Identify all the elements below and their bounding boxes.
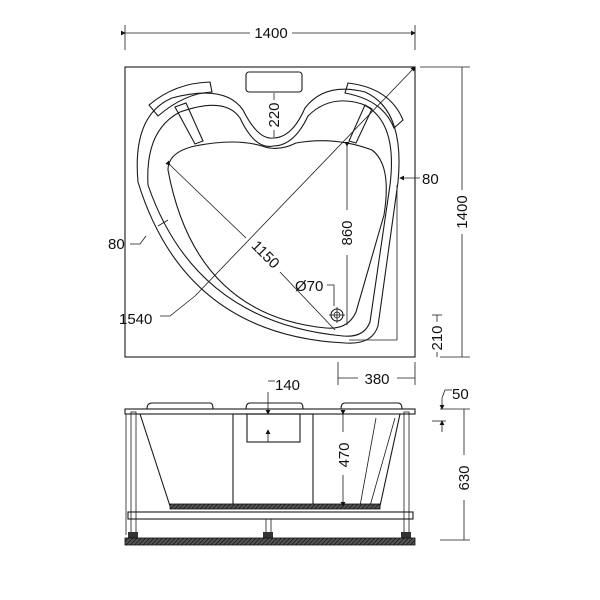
- headrest-center: [245, 402, 304, 410]
- dimension-basin-depth: 860: [339, 142, 356, 325]
- base-frame: [127, 511, 414, 520]
- dimension-label: 80: [108, 236, 125, 253]
- drain: Ø70: [295, 278, 345, 323]
- dimension-label: 1400: [254, 25, 287, 42]
- dimension-headrest-depth: 220: [266, 93, 283, 137]
- tub-inner-rim: [147, 100, 392, 337]
- dimension-label: 50: [452, 386, 469, 403]
- dimension-inner-depth: 470: [336, 410, 353, 507]
- leg-left: [130, 411, 137, 541]
- dimension-label: 1150: [248, 237, 283, 272]
- dimension-diagonal: 1540: [119, 66, 416, 328]
- dimension-label: 1540: [119, 311, 152, 328]
- dimension-rim-left: 80: [108, 219, 169, 253]
- plan-view: 1400 1400 1540: [108, 25, 471, 388]
- dimension-label: 80: [422, 171, 439, 188]
- dimension-rim-thickness: 50: [432, 386, 469, 432]
- dimension-depth-right: 1400: [420, 66, 471, 358]
- jet-slot-right: [348, 104, 373, 144]
- dimension-total-height: 630: [440, 408, 473, 541]
- dimension-label: 630: [456, 465, 473, 490]
- dimension-label: Ø70: [295, 278, 323, 295]
- dimension-label: 210: [429, 325, 446, 350]
- leg-right: [403, 411, 410, 541]
- tub-bottom: [169, 503, 381, 510]
- side-view: 140 470 630 50: [124, 377, 473, 546]
- tub-outer-rim: [136, 88, 400, 344]
- dimension-headrest-height: 140: [265, 377, 300, 442]
- tub-body: [139, 413, 401, 507]
- dimension-width-top: 1400: [121, 25, 416, 50]
- dimension-drain-offset-y: 210: [429, 314, 446, 357]
- headrest-right: [340, 402, 403, 410]
- outline-square: [124, 66, 416, 358]
- headrest-left: [148, 81, 213, 117]
- dimension-label: 140: [275, 377, 300, 394]
- dimension-label: 380: [364, 371, 389, 388]
- front-panel: [232, 413, 314, 507]
- dimension-label: 860: [339, 220, 356, 245]
- tub-rim: [124, 408, 416, 415]
- headrest-block: [246, 413, 301, 443]
- jet-slot-left: [174, 102, 204, 145]
- legs: [125, 411, 411, 541]
- dimension-rim-right: 80: [399, 171, 439, 188]
- tub-basin: [167, 140, 387, 329]
- dimension-drain-offset-x: 380: [337, 362, 416, 388]
- floor: [124, 537, 416, 546]
- dimension-label: 470: [336, 442, 353, 467]
- headrest-right: [344, 82, 404, 129]
- headrest-center: [245, 71, 303, 93]
- dimension-label: 220: [266, 102, 283, 127]
- headrest-left: [146, 402, 214, 410]
- dimension-label: 1400: [454, 195, 471, 228]
